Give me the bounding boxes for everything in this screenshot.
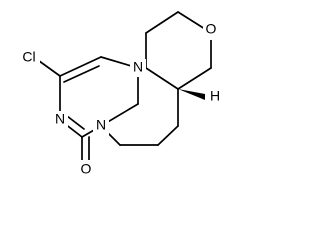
stereo-wedge-group (178, 89, 205, 100)
bg-o-carbonyl (78, 160, 94, 180)
atom-h-stereo: H (210, 88, 220, 104)
bond-mid-top-right (145, 67, 179, 90)
atom-n-bottom: N (96, 117, 106, 133)
bond-morph-top-right (177, 11, 206, 30)
bg-n-left (52, 111, 68, 129)
bg-n-center (130, 59, 146, 77)
atom-o-ring: O (206, 21, 217, 37)
bg-n-bottom (93, 117, 109, 135)
atom-o-carbonyl: O (81, 161, 92, 177)
structure-canvas: Cl N N N O O H (18, 11, 223, 180)
bond-c-c-top-left-inner (63, 65, 100, 83)
atom-cl: Cl (22, 49, 35, 65)
bond-morph-top-left (145, 11, 179, 34)
chemical-structure-diagram: Cl N N N O O H (18, 11, 223, 180)
bond-morph-bottom-right (177, 67, 212, 90)
bg-o-ring (203, 20, 219, 40)
atom-label-backgrounds (18, 20, 223, 180)
bond-layer (34, 11, 212, 167)
atom-n-left: N (55, 111, 65, 127)
atom-n-center: N (133, 59, 143, 75)
bond-mid-bottom-right (157, 125, 179, 146)
bg-h (207, 88, 223, 106)
stereo-wedge (178, 89, 205, 100)
bond-n-left-lower-inner (66, 115, 85, 130)
bg-cl (18, 49, 40, 67)
bond-c-c-top-left (59, 56, 102, 77)
atom-label-layer: Cl N N N O O H (22, 21, 220, 177)
